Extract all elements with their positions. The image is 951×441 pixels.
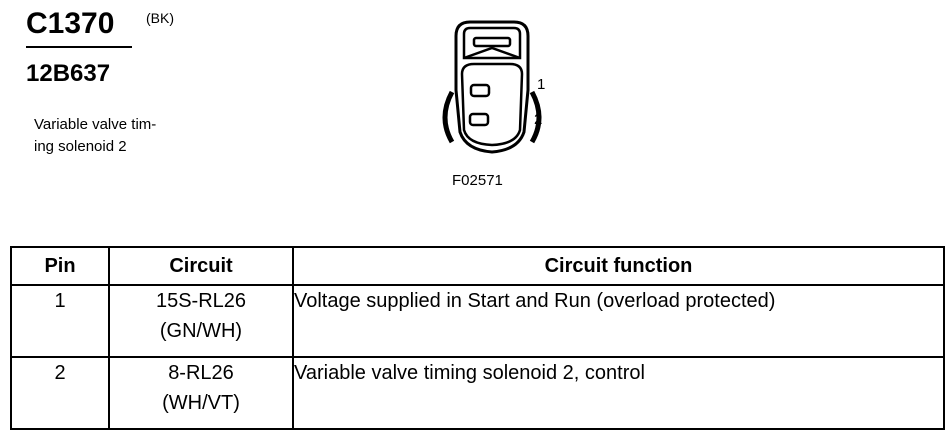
- circuit-code: 8-RL26: [168, 362, 234, 384]
- pin-1-slot: [469, 83, 491, 98]
- circuit-wire-color: (WH/VT): [162, 392, 240, 414]
- pin-2-slot: [468, 112, 490, 127]
- connector-housing: [454, 20, 530, 154]
- table-row: 1 15S-RL26 (GN/WH) Voltage supplied in S…: [10, 284, 945, 358]
- description-line-2: ing solenoid 2: [34, 138, 127, 155]
- connector-diagram: [442, 20, 542, 154]
- pin-label-2: 2: [534, 111, 543, 128]
- table-header-row: Pin Circuit Circuit function: [10, 246, 945, 286]
- side-tab-right: [529, 90, 542, 144]
- description-line-1: Variable valve tim-: [34, 116, 157, 133]
- latch-chevron: [463, 46, 521, 60]
- title-underline: [26, 46, 132, 48]
- connector-description: Variable valve tim- ing solenoid 2: [34, 114, 156, 158]
- figure-id: F02571: [452, 172, 503, 189]
- pin-label-1: 1: [537, 76, 546, 93]
- latch-slot: [472, 36, 512, 48]
- table-row: 2 8-RL26 (WH/VT) Variable valve timing s…: [10, 356, 945, 430]
- cell-circuit-function: Variable valve timing solenoid 2, contro…: [292, 356, 945, 430]
- cell-circuit: 8-RL26 (WH/VT): [108, 356, 294, 430]
- connector-id: C1370: [26, 7, 115, 40]
- header-circuit-function: Circuit function: [292, 246, 945, 286]
- cell-circuit: 15S-RL26 (GN/WH): [108, 284, 294, 358]
- circuit-wire-color: (GN/WH): [159, 320, 243, 342]
- cell-circuit-function: Voltage supplied in Start and Run (overl…: [292, 284, 945, 358]
- pinout-table: Pin Circuit Circuit function 1 15S-RL26 …: [10, 246, 945, 430]
- header-circuit: Circuit: [108, 246, 294, 286]
- connector-color-code: (BK): [146, 10, 174, 26]
- side-tab-left: [442, 90, 455, 144]
- cell-pin: 2: [10, 356, 110, 430]
- cell-pin: 1: [10, 284, 110, 358]
- circuit-code: 15S-RL26: [155, 290, 247, 312]
- connector-latch: [462, 26, 522, 60]
- header-pin: Pin: [10, 246, 110, 286]
- part-number: 12B637: [26, 60, 111, 87]
- terminal-cavity: [460, 62, 524, 147]
